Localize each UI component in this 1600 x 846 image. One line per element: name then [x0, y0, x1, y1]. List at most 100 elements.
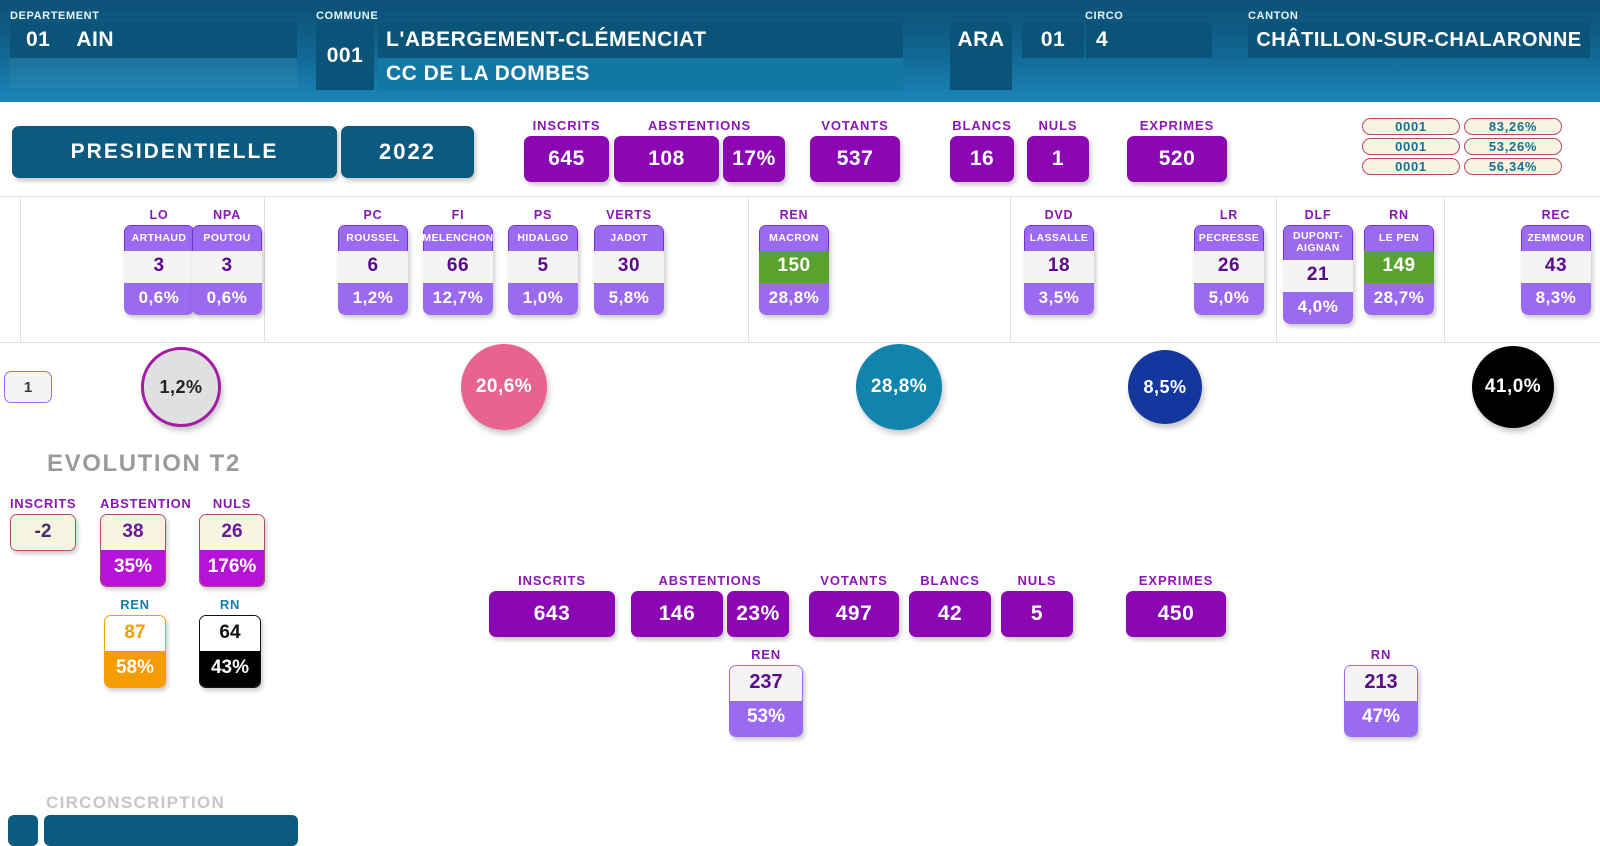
stat-value[interactable]: 5 — [1001, 591, 1073, 637]
candidate-name: PECRESSE — [1194, 225, 1264, 251]
stat-row: 5 — [1001, 591, 1073, 637]
badge-pct[interactable]: 53,26% — [1464, 138, 1562, 155]
bloc-circle-centre[interactable]: 28,8% — [856, 344, 942, 430]
band-divider — [748, 196, 749, 343]
stat-value[interactable]: 520 — [1127, 136, 1227, 182]
evolution-party-label: RN — [219, 597, 241, 612]
circo-dept-field[interactable]: 01 — [1022, 22, 1084, 58]
election-year-pill[interactable]: 2022 — [341, 126, 474, 178]
badge-code[interactable]: 0001 — [1362, 118, 1460, 135]
stat-value[interactable]: 16 — [950, 136, 1014, 182]
candidate-votes: 21 — [1283, 259, 1353, 292]
stat-label: ABSTENTIONS — [647, 118, 752, 133]
departement-field[interactable]: 01 AIN — [10, 22, 297, 58]
footer-chip-small[interactable] — [8, 815, 38, 846]
candidate-votes: 26 — [1194, 251, 1264, 283]
badge-pct[interactable]: 56,34% — [1464, 158, 1562, 175]
badge-code[interactable]: 0001 — [1362, 138, 1460, 155]
stat-label: NULS — [1038, 118, 1078, 133]
candidate-pct: 28,8% — [759, 283, 829, 315]
bloc-count-box[interactable]: 1 — [4, 371, 52, 403]
stat-value[interactable]: 643 — [489, 591, 615, 637]
evolution-item-value: 38 — [101, 515, 165, 550]
stat-row: 643 — [489, 591, 615, 637]
stat-value[interactable]: 537 — [810, 136, 900, 182]
evolution-party-value: 87 — [105, 616, 165, 651]
candidate-votes: 3 — [192, 251, 262, 283]
candidate-votes: 3 — [124, 251, 194, 283]
candidate-votes: 43 — [1521, 251, 1591, 283]
stat-value[interactable]: 17% — [723, 136, 785, 182]
stat-value[interactable]: 497 — [809, 591, 899, 637]
candidate-name: MELENCHON — [423, 225, 493, 251]
stat-value[interactable]: 1 — [1027, 136, 1089, 182]
footer-title: CIRCONSCRIPTION — [46, 793, 226, 812]
commune-name-field[interactable]: L'ABERGEMENT-CLÉMENCIAT — [378, 22, 903, 58]
footer-chip-wide[interactable] — [44, 815, 298, 846]
candidate-votes: 150 — [759, 251, 829, 283]
candidate-name: ROUSSEL — [338, 225, 408, 251]
departement-code: 01 — [26, 28, 51, 51]
candidate-name: LE PEN — [1364, 225, 1434, 251]
commune-epci-field[interactable]: CC DE LA DOMBES — [378, 58, 903, 90]
evolution-item-value: 26 — [200, 515, 264, 550]
circo-number-field[interactable]: 4 — [1086, 22, 1212, 58]
stat-value[interactable]: 42 — [909, 591, 991, 637]
stat-value[interactable]: 450 — [1126, 591, 1226, 637]
canton-name: CHÂTILLON-SUR-CHALARONNE — [1256, 28, 1582, 51]
bloc-circle-gauche[interactable]: 20,6% — [461, 344, 547, 430]
candidate-votes: 6 — [338, 251, 408, 283]
candidate-party: REN — [779, 208, 809, 222]
candidate-pct: 5,0% — [1194, 283, 1264, 315]
stat-label: INSCRITS — [532, 118, 601, 133]
badge-pct[interactable]: 83,26% — [1464, 118, 1562, 135]
evolution-party-value: 64 — [200, 616, 260, 651]
candidate-name: ARTHAUD — [124, 225, 194, 251]
region-code: ARA — [957, 28, 1005, 51]
region-field[interactable]: ARA — [950, 22, 1012, 58]
stat-value[interactable]: 146 — [631, 591, 723, 637]
election-title-pill[interactable]: PRESIDENTIELLE — [12, 126, 337, 178]
bloc-circle-droite[interactable]: 8,5% — [1128, 350, 1202, 424]
candidate-party: LR — [1219, 208, 1239, 222]
stat-value[interactable]: 645 — [524, 136, 609, 182]
stat-value[interactable]: 23% — [727, 591, 789, 637]
canton-field[interactable]: CHÂTILLON-SUR-CHALARONNE — [1248, 22, 1590, 58]
stat-value[interactable]: 108 — [614, 136, 719, 182]
badge-code[interactable]: 0001 — [1362, 158, 1460, 175]
candidate-party: NPA — [213, 208, 241, 222]
bloc-circle-extreme-droite[interactable]: 41,0% — [1472, 346, 1554, 428]
candidate-votes: 30 — [594, 251, 664, 283]
commune-code-field[interactable]: 001 — [316, 22, 374, 90]
commune-caption: COMMUNE — [316, 10, 379, 22]
evolution-item[interactable]: INSCRITS-2 — [10, 496, 76, 551]
departement-name: AIN — [76, 28, 115, 51]
candidate-party: VERTS — [606, 208, 652, 222]
bloc-circle-extreme-gauche[interactable]: 1,2% — [141, 347, 221, 427]
